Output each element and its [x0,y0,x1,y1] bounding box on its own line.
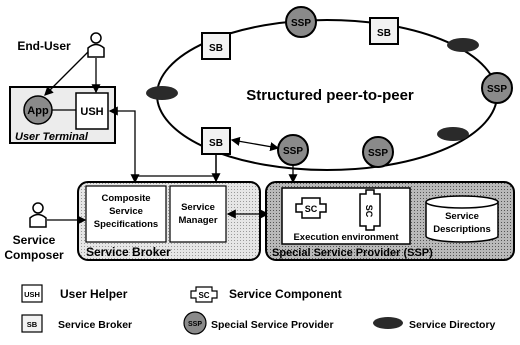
service-manager-line2: Manager [178,215,217,226]
composite-specs-line2: Service [109,206,143,217]
end-user-icon [87,32,105,58]
ring-sb-node: SB [201,32,231,60]
svg-text:SSP: SSP [291,18,311,29]
composite-specs-box [85,185,167,243]
ush-broker-arrow [108,106,140,184]
ring-ssp-node: SSP [481,72,513,104]
svg-text:Service Broker: Service Broker [58,319,132,331]
sb-ssp-link [230,136,280,152]
svg-text:SC: SC [305,204,318,214]
svg-text:USH: USH [80,106,103,118]
legend-service-broker: SB Service Broker [21,314,132,333]
service-component-icon: SC [359,189,381,231]
app-node: App [23,95,53,125]
ring-ssp-node: SSP [277,134,309,166]
svg-text:App: App [27,105,49,117]
svg-text:User Helper: User Helper [60,287,128,301]
service-directory-node [146,86,178,100]
legend: USH User Helper SC Service Component SB … [21,284,496,335]
service-directory-node [437,127,469,141]
ring-sb-node: SB [201,127,231,155]
ring-ssp-node: SSP [285,6,317,38]
svg-text:SB: SB [209,138,223,149]
svg-text:Service Component: Service Component [229,287,342,301]
service-directory-node [447,38,479,52]
ush-node: USH [75,92,109,130]
svg-text:SC: SC [364,205,374,218]
svg-text:SB: SB [209,43,223,54]
svg-text:SSP: SSP [487,84,507,95]
legend-ush: USH User Helper [21,284,128,303]
ring-title: Structured peer-to-peer [246,87,414,104]
svg-text:Special Service Provider: Special Service Provider [211,319,334,331]
ring-sb-node: SB [369,17,399,45]
legend-service-directory: Service Directory [373,317,496,331]
svg-text:SSP: SSP [188,321,202,328]
legend-service-component: SC Service Component [190,286,342,303]
service-composer-line2: Composer [4,248,64,262]
service-composer-line1: Service [13,233,56,247]
legend-ssp: SSP Special Service Provider [183,311,334,335]
svg-text:SC: SC [198,291,209,300]
composite-specs-line1: Composite [101,193,150,204]
svg-text:USH: USH [24,290,40,299]
svg-text:Service Directory: Service Directory [409,319,496,331]
service-broker-title: Service Broker [86,245,171,259]
end-user-label: End-User [17,39,71,53]
service-descriptions-line1: Service [445,211,479,222]
svg-text:SSP: SSP [368,148,388,159]
service-composer-icon [29,202,47,228]
svg-text:SB: SB [377,28,391,39]
ring-ssp-node: SSP [362,136,394,168]
service-descriptions-line2: Descriptions [433,224,491,235]
svg-text:SSP: SSP [283,146,303,157]
service-manager-box [169,185,227,243]
service-component-icon: SC [295,197,327,219]
execution-environment-label: Execution environment [293,232,399,243]
svg-text:SB: SB [27,320,38,329]
end-user-to-app-arrow [44,51,89,96]
service-descriptions-store [425,195,499,243]
ssp-box-title: Special Service Provider (SSP) [272,247,433,259]
ring-sb-to-broker-arrow [138,154,217,177]
composite-specs-line3: Specifications [94,219,158,230]
service-manager-line1: Service [181,202,215,213]
user-terminal-title: User Terminal [15,131,89,143]
